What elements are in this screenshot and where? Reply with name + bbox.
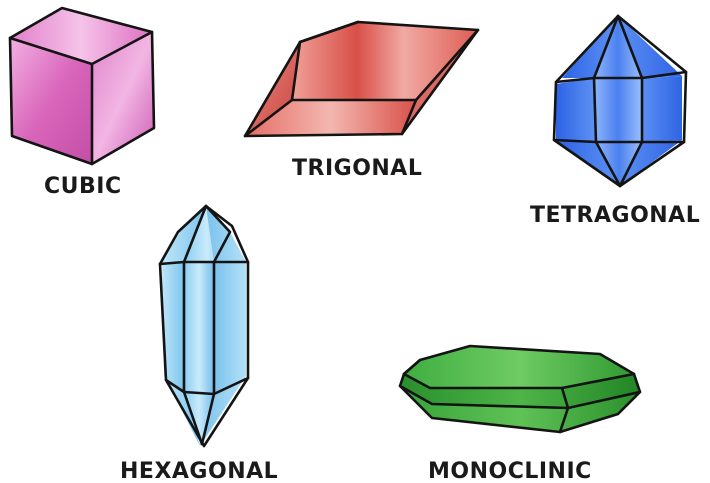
tetragonal-crystal [554, 16, 686, 186]
label-hexagonal: HEXAGONAL [120, 459, 278, 483]
monoclinic-crystal [400, 346, 640, 432]
label-monoclinic: MONOCLINIC [428, 459, 592, 483]
label-cubic: CUBIC [44, 174, 122, 199]
hexagonal-crystal [160, 206, 248, 446]
cubic-crystal [10, 8, 154, 164]
label-tetragonal: TETRAGONAL [530, 203, 700, 228]
trigonal-crystal [245, 22, 478, 136]
label-trigonal: TRIGONAL [292, 156, 422, 181]
